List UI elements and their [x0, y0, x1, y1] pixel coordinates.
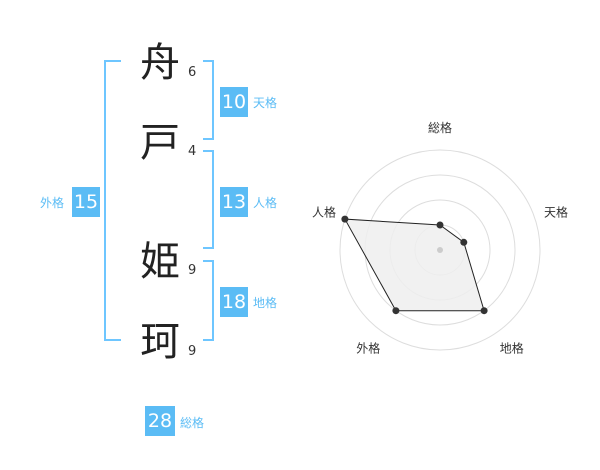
- tenkaku-value-badge: 10: [220, 87, 248, 117]
- gaikaku-value-badge: 15: [72, 187, 100, 217]
- chikaku-value-badge: 18: [220, 287, 248, 317]
- stroke-count-4: 9: [188, 344, 197, 359]
- radar-center: [437, 247, 443, 253]
- tenkaku-label: 天格: [253, 96, 278, 110]
- radar-axis-label-2: 天格: [544, 204, 568, 219]
- radar-point-4: [392, 307, 400, 315]
- radar-point-2: [460, 238, 468, 246]
- name-char-4: 珂: [140, 319, 180, 365]
- radar-polygon: [344, 218, 485, 312]
- chikaku-label: 地格: [253, 296, 278, 310]
- stroke-count-3: 9: [188, 263, 197, 278]
- gaikaku-label: 外格: [40, 196, 65, 210]
- radar-ring-4: [339, 149, 541, 351]
- jinkaku-value-badge: 13: [220, 187, 248, 217]
- stroke-count-1: 6: [188, 65, 197, 80]
- name-char-3: 姫: [140, 239, 180, 285]
- stroke-count-2: 4: [188, 144, 197, 159]
- soukaku-label: 総格: [180, 416, 205, 430]
- radar-point-3: [480, 307, 488, 315]
- radar-axis-label-5: 人格: [312, 204, 336, 219]
- jinkaku-label: 人格: [253, 196, 278, 210]
- radar-axis-label-1: 総格: [428, 120, 452, 135]
- name-char-2: 戸: [140, 120, 180, 166]
- soukaku-value-badge: 28: [145, 406, 175, 436]
- name-char-1: 舟: [140, 40, 180, 86]
- radar-axis-label-4: 外格: [356, 341, 380, 356]
- radar-point-1: [436, 221, 444, 229]
- radar-axis-label-3: 地格: [500, 341, 524, 356]
- radar-point-5: [341, 215, 349, 223]
